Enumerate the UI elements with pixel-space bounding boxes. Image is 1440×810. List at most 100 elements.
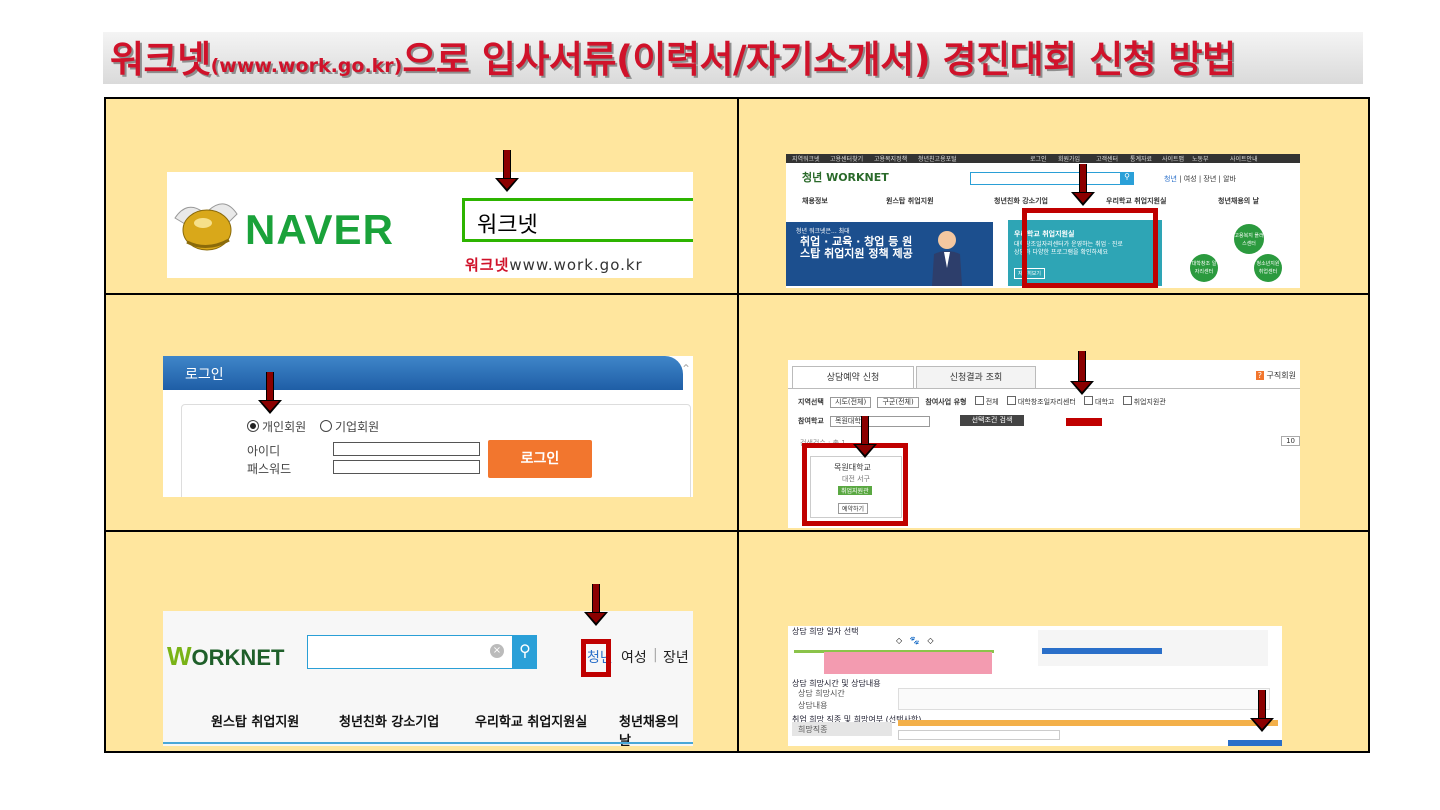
menu-underline: [163, 742, 693, 744]
naver-search-input[interactable]: 워크넷: [462, 198, 693, 242]
naver-logo: NAVER: [245, 206, 394, 253]
type-checkbox[interactable]: [1006, 396, 1016, 405]
tab-result[interactable]: 신청결과 조회: [916, 366, 1036, 389]
menu-item[interactable]: 채용정보: [802, 197, 828, 205]
job-input[interactable]: [898, 730, 1060, 740]
grid-divider-row2: [104, 530, 1370, 532]
type-checkbox[interactable]: [1122, 396, 1132, 405]
worknet-search-input[interactable]: ×: [307, 635, 513, 669]
audience-nav: 청년 | 여성 | 장년 | 알바: [1164, 175, 1236, 183]
nav-women[interactable]: 여성: [1183, 175, 1197, 183]
section-title: 상담 희망시간 및 상담내용: [792, 679, 881, 688]
suggestion-url: www.work.go.kr: [509, 256, 643, 274]
school-input[interactable]: 목원대학교: [830, 416, 930, 427]
banner-small-text: 청년 워크넷은... 최대: [796, 228, 850, 235]
top-link[interactable]: 청년친고용포털: [918, 156, 957, 163]
reserve-button[interactable]: 예약하기: [838, 503, 869, 514]
title-suffix: 으로 입사서류(이력서/자기소개서) 경진대회 신청 방법: [402, 38, 1236, 81]
page-size-select[interactable]: 10: [1281, 436, 1300, 446]
scroll-up-icon[interactable]: ⌃: [680, 362, 691, 376]
menu-item[interactable]: 청년친화 강소기업: [339, 715, 440, 730]
search-icon[interactable]: ⚲: [1120, 172, 1134, 185]
menu-item[interactable]: 청년채용의 날: [619, 715, 679, 746]
banner-main-text: 취업 · 교육 · 창업 등 원스탑 취업지원 정책 제공: [800, 235, 913, 260]
login-button[interactable]: 로그인: [488, 440, 592, 478]
region-sido-select[interactable]: 시도(전체): [830, 397, 872, 408]
top-link[interactable]: 사이트맵: [1162, 156, 1185, 163]
id-input[interactable]: [333, 442, 480, 456]
top-link[interactable]: 고객센터: [1096, 156, 1119, 163]
worknet-youth-logo: 청년 WORKNET: [802, 171, 889, 184]
calendar-grid[interactable]: [824, 652, 992, 674]
type-checkbox[interactable]: [974, 396, 984, 405]
step3-login-screenshot: 로그인 개인회원 기업회원 아이디 패스워드 로그인 ⌃: [163, 356, 693, 497]
detail-button[interactable]: 자세히보기: [1014, 268, 1046, 279]
highlight-box: [1022, 208, 1158, 288]
submit-button[interactable]: [1228, 740, 1282, 746]
highlight-text: 대학창조일자리센터가 운영하는 취업 · 진로 상담과 다양한 프로그램을 확인…: [1014, 241, 1123, 256]
highlight-title: 우리학교 취업지원실: [1014, 230, 1075, 238]
top-link[interactable]: 통계자료: [1130, 156, 1153, 163]
step5-worknet-nav-screenshot: WORKNET × ⚲ 청년 여성 | 장년 원스탑 취업지원 청년친화 강소기…: [163, 611, 693, 746]
top-link[interactable]: 지역워크넷: [792, 156, 820, 163]
step1-naver-screenshot: NAVER 워크넷 워크넷www.work.go.kr: [167, 172, 693, 278]
section-title: 취업 희망 직종 및 희망여부 (선택사항): [792, 715, 922, 724]
page-title: 워크넷(www.work.go.kr)으로 입사서류(이력서/자기소개서) 경진…: [110, 36, 1236, 84]
tab-apply[interactable]: 상담예약 신청: [792, 366, 914, 389]
nav-parttime[interactable]: 알바: [1223, 175, 1236, 183]
top-link[interactable]: 고용복지정책: [874, 156, 908, 163]
step6-form-screenshot: 상담 희망 일자 선택 ◇ 🐾 ◇ 상담 희망시간 및 상담내용 상담 희망시간…: [788, 626, 1282, 746]
nav-senior[interactable]: 장년: [1203, 175, 1217, 183]
calendar-header-bar: [794, 650, 994, 653]
top-link[interactable]: 사이트안내: [1230, 156, 1258, 163]
center-circle[interactable]: 대학창조 일자리센터: [1190, 254, 1218, 282]
top-link[interactable]: 고용센터찾기: [830, 156, 864, 163]
password-label: 패스워드: [247, 462, 292, 476]
radio-company[interactable]: 기업회원: [320, 420, 379, 434]
type-checkbox[interactable]: [1084, 396, 1094, 405]
nav-youth[interactable]: 청년: [1164, 175, 1177, 183]
top-link[interactable]: 회원가입: [1058, 156, 1081, 163]
id-label: 아이디: [247, 444, 281, 458]
region-gugun-select[interactable]: 구군(전체): [877, 397, 919, 408]
menu-item[interactable]: 우리학교 취업지원실: [475, 715, 588, 730]
clear-icon[interactable]: ×: [490, 644, 504, 658]
naver-search-value: 워크넷: [477, 213, 538, 238]
radio-personal-label: 개인회원: [262, 420, 307, 434]
menu-item[interactable]: 원스탑 취업지원: [211, 715, 300, 730]
center-circle[interactable]: 고용복지 플러스센터: [1234, 224, 1264, 254]
school-career-center-banner[interactable]: 우리학교 취업지원실 대학창조일자리센터가 운영하는 취업 · 진로 상담과 다…: [1008, 220, 1162, 286]
type-option: 대학고: [1095, 398, 1115, 406]
type-label: 참여사업 유형: [925, 398, 967, 406]
top-links-bar: 지역워크넷 고용센터찾기 고용복지정책 청년친고용포털 로그인 회원가입 고객센…: [786, 154, 1300, 163]
school-row: 참여학교 목원대학교: [798, 416, 930, 427]
login-header-label: 로그인: [185, 367, 224, 383]
search-input[interactable]: [970, 172, 1122, 185]
main-banner[interactable]: 청년 워크넷은... 최대 취업 · 교육 · 창업 등 원스탑 취업지원 정책…: [786, 222, 993, 286]
menu-item[interactable]: 우리학교 취업지원실: [1106, 197, 1167, 205]
password-input[interactable]: [333, 460, 480, 474]
consult-content-input[interactable]: [898, 688, 1270, 710]
highlight-underline: [1066, 418, 1102, 426]
naver-suggestion[interactable]: 워크넷www.work.go.kr: [465, 254, 643, 275]
row-label: 희망직종: [798, 725, 828, 734]
menu-item[interactable]: 원스탑 취업지원: [886, 197, 934, 205]
row-label: 상담내용: [798, 701, 828, 710]
radio-personal[interactable]: 개인회원: [247, 420, 306, 434]
card-school-name: 목원대학교: [834, 463, 871, 472]
notice-highlight: [1042, 648, 1162, 654]
menu-item[interactable]: 청년채용의 날: [1218, 197, 1260, 205]
row-label: 상담 희망시간: [798, 689, 845, 698]
member-badge: ? 구직회원: [1255, 371, 1296, 380]
search-icon[interactable]: ⚲: [513, 635, 537, 669]
menu-item[interactable]: 청년친화 강소기업: [994, 197, 1048, 205]
top-link[interactable]: 로그인: [1030, 156, 1047, 163]
top-link[interactable]: 노동부: [1192, 156, 1209, 163]
nav-women[interactable]: 여성: [621, 650, 647, 666]
title-prefix: 워크넷: [110, 38, 211, 81]
highlight-box: [581, 639, 611, 677]
search-button[interactable]: 선택조건 검색: [960, 415, 1024, 426]
center-circle[interactable]: 청소년지원 취업센터: [1254, 254, 1282, 282]
nav-senior[interactable]: 장년: [663, 650, 689, 666]
nav-separator: |: [653, 647, 658, 663]
